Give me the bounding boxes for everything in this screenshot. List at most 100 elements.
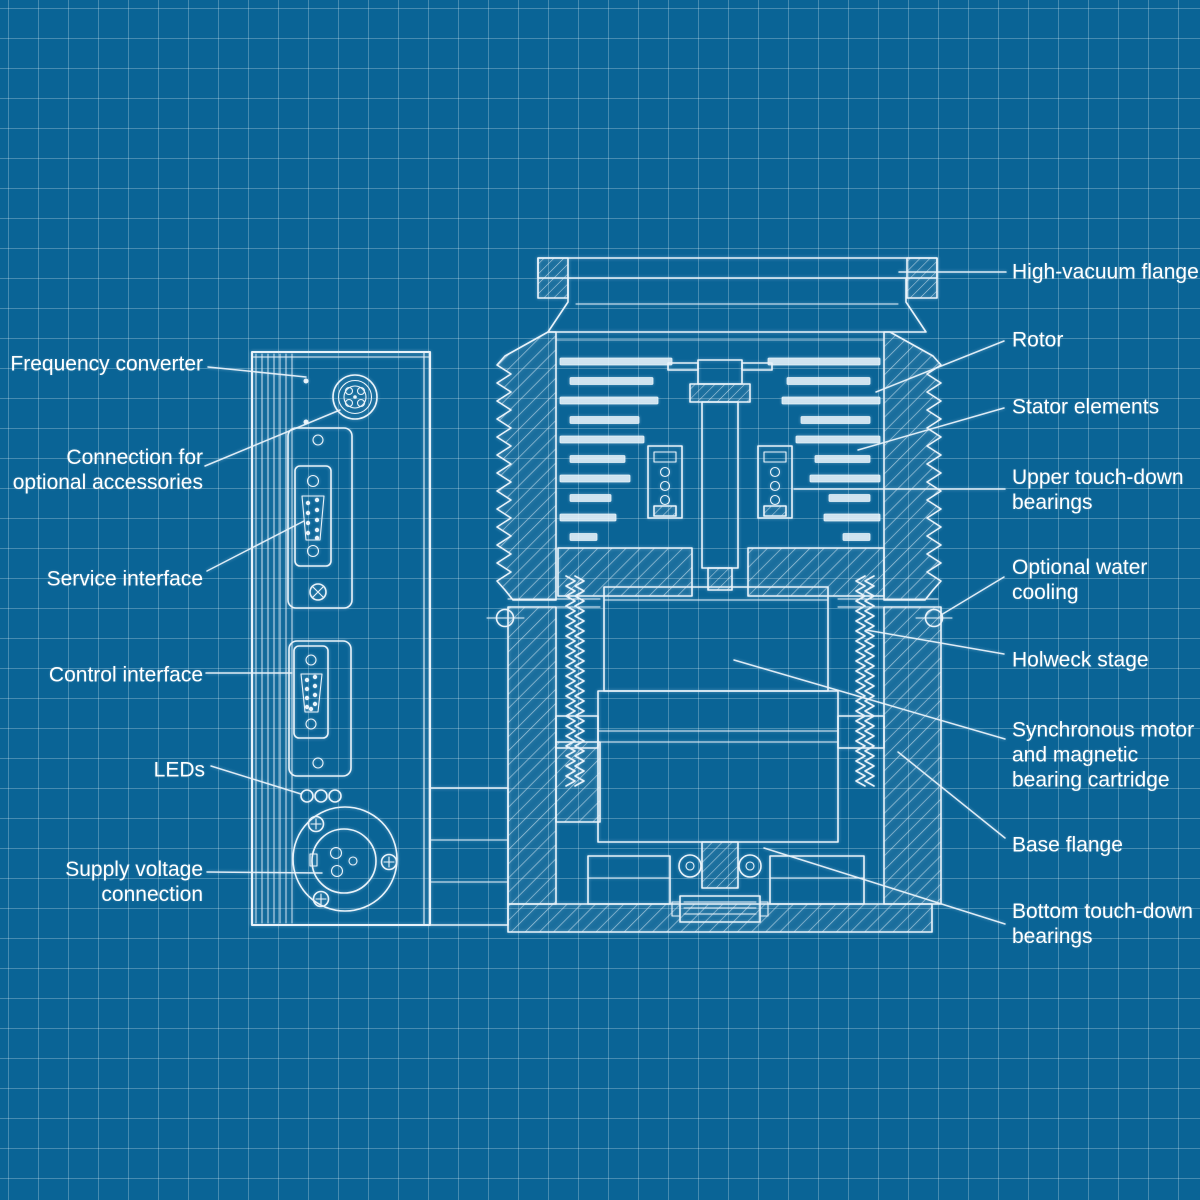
turbine-blade [559,513,617,522]
label-stator-elements: Stator elements [1012,395,1159,420]
leader-base-flange [897,751,1006,839]
label-frequency-converter: Frequency converter [10,352,203,377]
label-line: Optional water [1012,556,1148,579]
connector-pin [305,520,311,526]
label-line: Bottom touch-down [1012,900,1193,923]
turbine-blade [559,357,673,366]
label-line: bearing cartridge [1012,768,1170,792]
rotor-bell [603,586,829,692]
turbine-blade [800,416,871,424]
leader-service-interface [206,520,305,572]
motor-cartridge [555,690,885,843]
pump-cross-section-drawing [486,257,953,933]
service-interface-connector [287,427,353,609]
label-holweck-stage: Holweck stage [1012,648,1149,673]
label-line: Synchronous motor [1012,718,1195,742]
connector-pin [314,535,320,541]
label-line: LEDs [153,758,205,782]
status-leds [300,789,342,803]
holweck-thread [574,575,585,787]
label-line: cooling [1012,581,1079,604]
holweck-stage-threads [565,575,875,787]
turbine-blade [828,494,871,502]
label-line: Frequency converter [10,352,203,376]
connector-pin [304,677,310,683]
central-shaft [667,359,773,591]
turbine-blade [786,377,871,385]
rotor-hub [557,547,885,597]
converter-body [250,350,432,927]
turbine-blade [569,494,612,502]
turbine-blade [809,474,881,483]
rotor-stator-blades [559,357,881,541]
label-line: optional accessories [12,471,203,494]
db9-pins [304,674,318,712]
connector-pin [312,674,318,680]
label-line: Holweck stage [1012,648,1149,672]
label-service-interface: Service interface [47,567,203,592]
connector-pin [304,695,310,701]
connector-pin [305,530,311,536]
turbine-blade [559,435,645,444]
label-line: bearings [1012,491,1093,514]
label-leds: LEDs [154,758,205,783]
turbine-blade [795,435,881,444]
label-line: Rotor [1012,328,1064,352]
control-interface-connector [288,640,352,777]
label-line: Control interface [48,663,203,687]
leader-holweck-stage [865,629,1005,655]
label-line: Service interface [46,567,203,591]
upper-touch-down-bearings-part [647,445,793,519]
leader-synchronous-motor-magnetic-bearing [733,659,1006,740]
holweck-thread [864,575,875,787]
label-line: Supply voltage [65,858,203,881]
leader-frequency-converter [207,366,307,378]
label-control-interface: Control interface [49,663,203,688]
connector-pin [314,527,320,533]
label-line: Stator elements [1012,395,1160,419]
label-line: Base flange [1012,833,1123,857]
lower-casing [507,606,942,905]
mounting-bracket [429,787,509,926]
label-high-vacuum-flange: High-vacuum flange [1012,260,1199,285]
leader-rotor [875,340,1005,393]
label-line: bearings [1012,925,1093,948]
connector-pin [312,683,318,689]
water-cooling-ports [486,608,953,628]
accessory-connector [332,374,378,420]
turbine-blade [823,513,881,522]
holweck-thread [565,575,576,787]
connector-pin [305,510,311,516]
connector-pin [305,500,311,506]
heat-sink-fins [255,353,293,924]
turbine-blade [569,377,654,385]
turbine-blade [814,455,871,463]
connector-pin [314,507,320,513]
turbine-blade [781,396,881,405]
connector-pin [314,497,320,503]
leader-supply-voltage-connection [206,871,323,874]
supply-voltage-connector [292,806,398,912]
leader-bottom-touch-down-bearings [763,847,1006,925]
label-line: connection [101,883,203,906]
holweck-thread [855,575,866,787]
leader-optional-accessories [204,409,341,467]
leader-leds [210,765,302,795]
label-rotor: Rotor [1012,328,1063,353]
frequency-converter-drawing [250,350,509,927]
leader-lines [204,271,1007,925]
turbine-blade [559,396,659,405]
turbine-blade [559,474,631,483]
flange-screws [307,815,398,908]
connector-pin [314,517,320,523]
upper-casing [496,331,942,601]
turbine-blade [842,533,871,541]
leader-stator-elements [857,407,1005,451]
label-line: Upper touch-down [1012,466,1184,489]
